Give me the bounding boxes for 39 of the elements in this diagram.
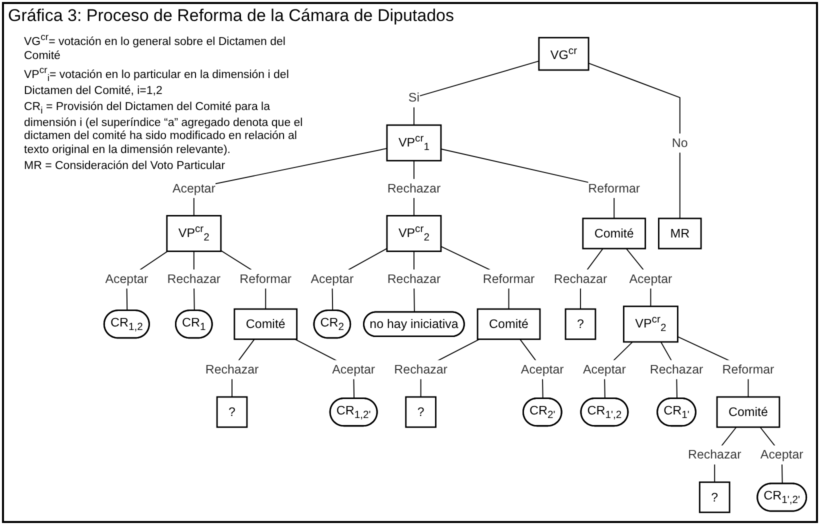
- edge-label: Rechazar: [387, 271, 441, 286]
- edge-label: Reformar: [722, 362, 774, 376]
- edge-label: Aceptar: [582, 362, 626, 376]
- node-box: Comité: [582, 218, 646, 250]
- edge-label: Rechazar: [387, 180, 441, 196]
- node-box: VG$^{cr}$: [538, 36, 590, 71]
- diagram-title: Gráfica 3: Proceso de Reforma de la Cámara de Diputados: [8, 6, 454, 26]
- node-box: ?: [698, 481, 730, 514]
- edge-label: Aceptar: [172, 180, 216, 196]
- definition-text: VP$^{cr}$$_{i}$= votación en lo particular en la dimensión i del Dictamen del Comité, i=1,2: [24, 65, 290, 99]
- edge-label: Rechazar: [205, 362, 259, 376]
- edge-label: Reformar: [240, 271, 292, 286]
- definition-text: VG$^{cr}$= votación en lo general sobre el Dictamen del Comité: [24, 32, 286, 64]
- edge-label: Reformar: [482, 271, 535, 286]
- node-box: Comité: [234, 308, 298, 340]
- node-box: Comité: [476, 308, 541, 340]
- edge-label: Rechazar: [394, 362, 448, 376]
- edge-label: Aceptar: [520, 362, 564, 376]
- edge-label: Aceptar: [760, 447, 804, 462]
- edge-label: Rechazar: [167, 271, 221, 286]
- node-box: MR: [658, 218, 702, 250]
- edge-label: No: [672, 135, 688, 150]
- edge-label: Aceptar: [310, 271, 354, 286]
- edge-label: Si: [408, 90, 420, 105]
- edge-label: Aceptar: [105, 271, 148, 286]
- node-box: ?: [405, 396, 436, 428]
- node-box: Comité: [716, 396, 780, 428]
- connector: [413, 60, 540, 126]
- edge-label: Reformar: [588, 180, 640, 196]
- definition-text: MR = Consideración del Voto Particular: [24, 160, 226, 174]
- edge-label: Rechazar: [650, 362, 704, 376]
- node-box: ?: [564, 308, 596, 340]
- edge-label: Aceptar: [332, 362, 376, 376]
- node-box: ?: [216, 396, 248, 428]
- edge-label: Aceptar: [629, 271, 672, 286]
- connector: [588, 62, 680, 219]
- edge-label: Rechazar: [688, 447, 742, 462]
- definition-text: CR$_{i}$ = Provisión del Dictamen del Comité para la dimensión i (el superíndice “a” agregado denota que el dictamen del comité ha sido modificado en relación al texto original en la dimensión relevante).: [24, 100, 304, 158]
- edge-label: Rechazar: [554, 271, 608, 286]
